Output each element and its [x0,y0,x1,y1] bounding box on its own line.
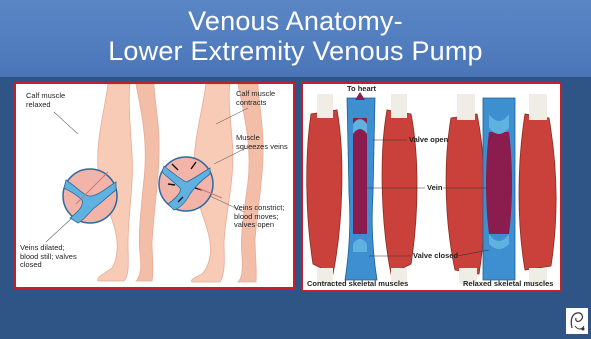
label-veins-dilated: Veins dilated; blood still; valves close… [20,244,77,270]
logo-mark-drawing [566,308,588,334]
label-calf-relaxed: Calf muscle relaxed [26,92,65,109]
skeletal-muscle-pump-illustration: To heart Valve open Vein Valve closed Co… [301,82,562,292]
relaxed-muscle-group [446,94,556,284]
label-contracted-muscles: Contracted skeletal muscles [307,280,408,289]
label-valve-closed: Valve closed [413,252,458,261]
slide-title-line-2: Lower Extremity Venous Pump [0,36,591,66]
slide-title-line-1: Venous Anatomy- [0,0,591,36]
label-muscle-squeezes: Muscle squeezes veins [236,134,288,151]
title-band: Venous Anatomy- Lower Extremity Venous P… [0,0,591,77]
label-vein: Vein [427,184,442,193]
left-leg-back [136,84,159,281]
label-to-heart: To heart [347,85,376,94]
relaxed-vein-inset [63,169,117,223]
label-calf-contracts: Calf muscle contracts [236,90,275,107]
label-relaxed-muscles: Relaxed skeletal muscles [463,280,553,289]
label-valve-open: Valve open [409,136,448,145]
calf-pump-illustration: Calf muscle relaxed Calf muscle contract… [14,82,295,289]
logo-mark-icon [566,308,588,334]
right-leg-back [238,84,263,282]
label-veins-constrict: Veins constrict; blood moves; valves ope… [234,204,284,230]
